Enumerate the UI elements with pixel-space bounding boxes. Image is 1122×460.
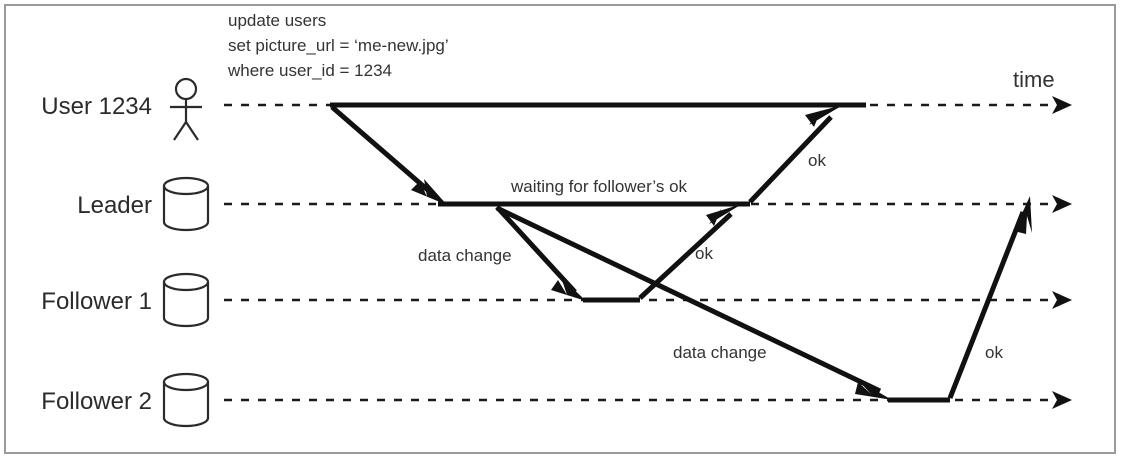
message-arrow-ok-leader-to-user: [748, 105, 843, 204]
participant-label-follower1: Follower 1: [41, 288, 152, 315]
message-label-data-change-2: data change: [673, 343, 767, 362]
participant-label-user: User 1234: [41, 93, 152, 120]
code-line-2: set picture_url = ‘me-new.jpg’: [228, 36, 449, 55]
database-cylinder-icon-leader: [162, 176, 210, 232]
message-label-ok-follower2: ok: [985, 343, 1003, 362]
message-label-data-change-1: data change: [418, 246, 512, 265]
message-arrow-data-change-leader-to-follower2: [495, 205, 892, 400]
lifeline-end-arrow-follower1: [1052, 291, 1072, 309]
lifeline-end-arrow-follower2: [1052, 391, 1072, 409]
message-label-ok-follower1: ok: [695, 244, 713, 263]
message-arrow-ok-follower2: [947, 196, 1032, 399]
lifeline-end-arrow-user: [1052, 96, 1072, 114]
code-line-1: update users: [228, 11, 326, 30]
time-axis-label: time: [1013, 67, 1055, 92]
database-cylinder-icon-follower1: [162, 272, 210, 328]
lifeline-end-arrow-leader: [1052, 195, 1072, 213]
annotation-waiting-for-follower-ok: waiting for follower’s ok: [510, 177, 688, 196]
message-arrow-update-user-to-leader: [330, 105, 447, 205]
participant-label-leader: Leader: [77, 192, 152, 219]
code-line-3: where user_id = 1234: [227, 61, 392, 80]
participant-label-follower2: Follower 2: [41, 388, 152, 415]
message-arrow-ok-follower1-to-leader: [638, 204, 742, 300]
message-label-ok-leader: ok: [808, 151, 826, 170]
database-cylinder-icon-follower2: [162, 372, 210, 428]
stick-figure-icon: [170, 77, 202, 141]
message-arrow-data-change-leader-to-follower1: [495, 205, 586, 301]
